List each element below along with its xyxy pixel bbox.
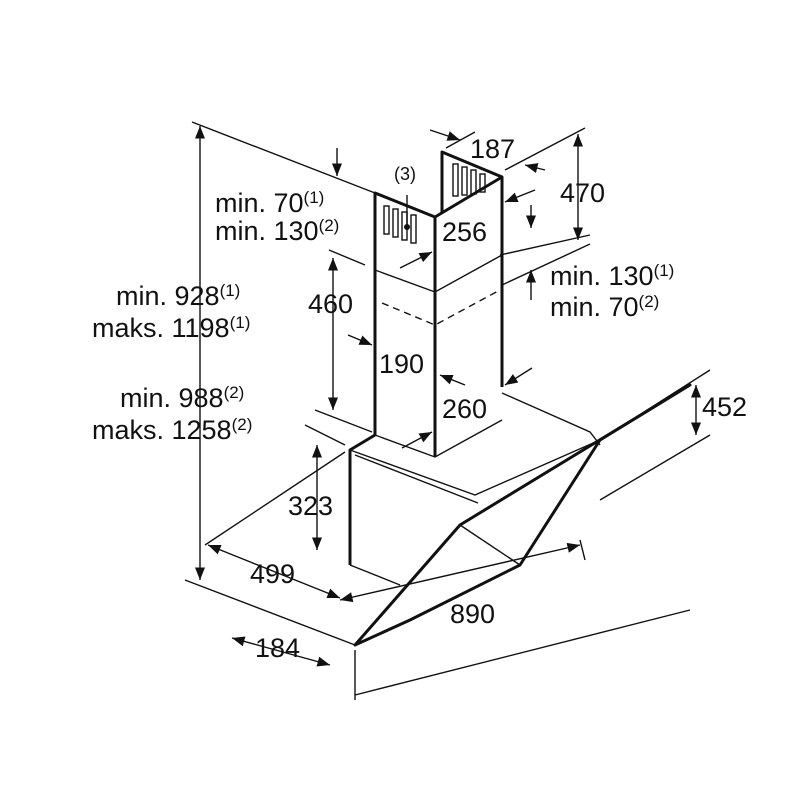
label-452: 452: [702, 392, 747, 422]
label-890: 890: [450, 599, 495, 629]
label-187: 187: [470, 134, 515, 164]
label-maks1198: maks. 1198(1): [92, 313, 250, 343]
footnote-2: (2): [639, 292, 660, 311]
label-side-min130: min. 130(1): [550, 261, 674, 291]
vent-slots-icon: [383, 163, 486, 244]
label-note-3: (3): [394, 164, 416, 184]
label-190: 190: [379, 349, 424, 379]
dimension-lines: [184, 121, 711, 700]
label-min928: min. 928(1): [116, 281, 240, 311]
label-min928-text: min. 928: [116, 281, 220, 311]
footnote-2: (2): [224, 383, 245, 402]
footnote-2: (2): [319, 216, 340, 235]
label-side-min70-text: min. 70: [550, 292, 639, 322]
label-260: 260: [442, 394, 487, 424]
label-maks1198-text: maks. 1198: [92, 313, 230, 343]
label-470: 470: [560, 178, 605, 208]
label-side-min70: min. 70(2): [550, 292, 659, 322]
chimney-upper: [373, 150, 504, 457]
label-184: 184: [255, 633, 300, 663]
label-460: 460: [308, 289, 353, 319]
label-min988: min. 988(2): [120, 383, 244, 413]
footnote-1: (1): [654, 261, 675, 280]
label-top-min70-text: min. 70: [215, 188, 304, 218]
label-499: 499: [250, 559, 295, 589]
label-top-min130-text: min. 130: [215, 216, 319, 246]
label-maks1258: maks. 1258(2): [92, 415, 252, 445]
glass-panel: [353, 383, 692, 647]
footnote-1: (1): [304, 188, 325, 207]
chimney-lower: [373, 254, 503, 458]
label-side-min130-text: min. 130: [550, 261, 654, 291]
label-min988-text: min. 988: [120, 383, 224, 413]
footnote-2: (2): [232, 415, 253, 434]
footnote-1: (1): [220, 281, 241, 300]
label-323: 323: [288, 491, 333, 521]
label-maks1258-text: maks. 1258: [92, 415, 232, 445]
label-256: 256: [442, 217, 487, 247]
label-top-min70: min. 70(1): [215, 188, 324, 218]
label-top-min130: min. 130(2): [215, 216, 339, 246]
footnote-1: (1): [230, 313, 251, 332]
